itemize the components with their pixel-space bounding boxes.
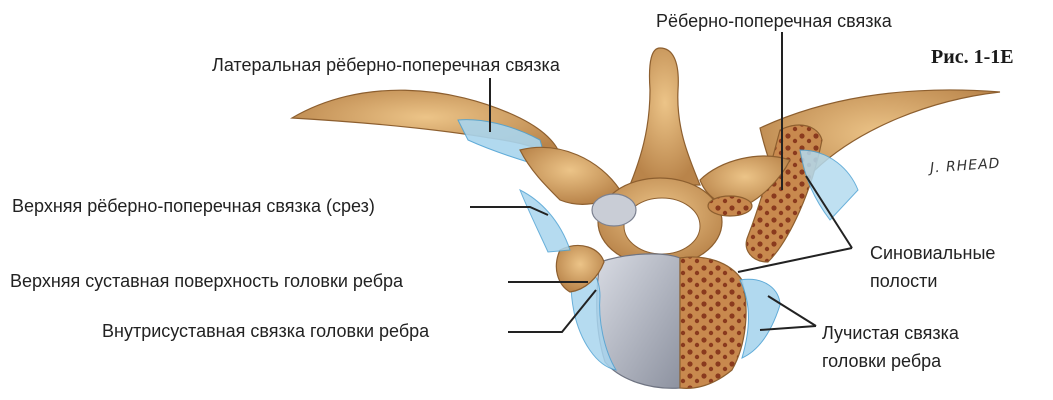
- label-superior-articular-facet: Верхняя суставная поверхность головки ре…: [10, 270, 403, 292]
- spinous-process: [630, 48, 700, 185]
- label-radiate-ligament-line1: Лучистая связка: [822, 322, 959, 344]
- label-radiate-ligament-line2: головки ребра: [822, 350, 941, 372]
- label-synovial-cavities-line1: Синовиальные: [870, 242, 995, 264]
- vertebral-body-section: [680, 257, 746, 388]
- label-costotransverse-ligament: Рёберно-поперечная связка: [656, 10, 892, 32]
- left-facet: [592, 194, 636, 226]
- label-synovial-cavities-line2: полости: [870, 270, 937, 292]
- label-superior-costotransverse-ligament: Верхняя рёберно-поперечная связка (срез): [12, 195, 375, 217]
- label-lateral-costotransverse-ligament: Латеральная рёберно-поперечная связка: [212, 54, 560, 76]
- figure-title: Рис. 1-1E: [931, 46, 1014, 69]
- right-facet: [708, 196, 752, 216]
- label-intraarticular-ligament: Внутрисуставная связка головки ребра: [102, 320, 429, 342]
